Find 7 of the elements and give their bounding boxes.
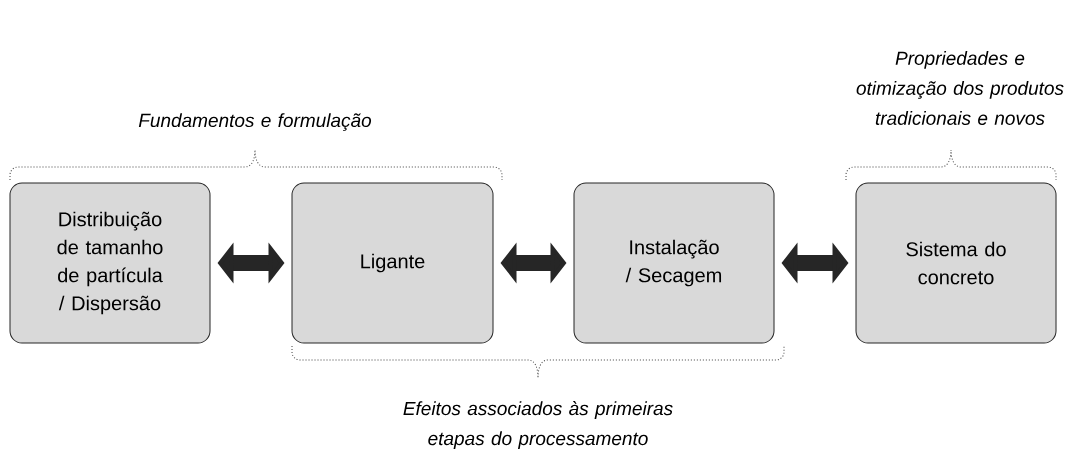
process-box: Ligante <box>291 182 494 344</box>
process-box: Sistema do concreto <box>855 182 1057 344</box>
process-box: Instalação / Secagem <box>573 182 775 344</box>
process-box: Distribuição de tamanho de partícula / Dispersão <box>9 182 211 344</box>
annotation-text: Propriedades e otimização dos produtos tradicionais e novos <box>856 51 1064 125</box>
annotation-text: Efeitos associados às primeiras etapas do processamento <box>403 401 673 449</box>
annotation-text: Fundamentos e formulação <box>138 113 372 131</box>
